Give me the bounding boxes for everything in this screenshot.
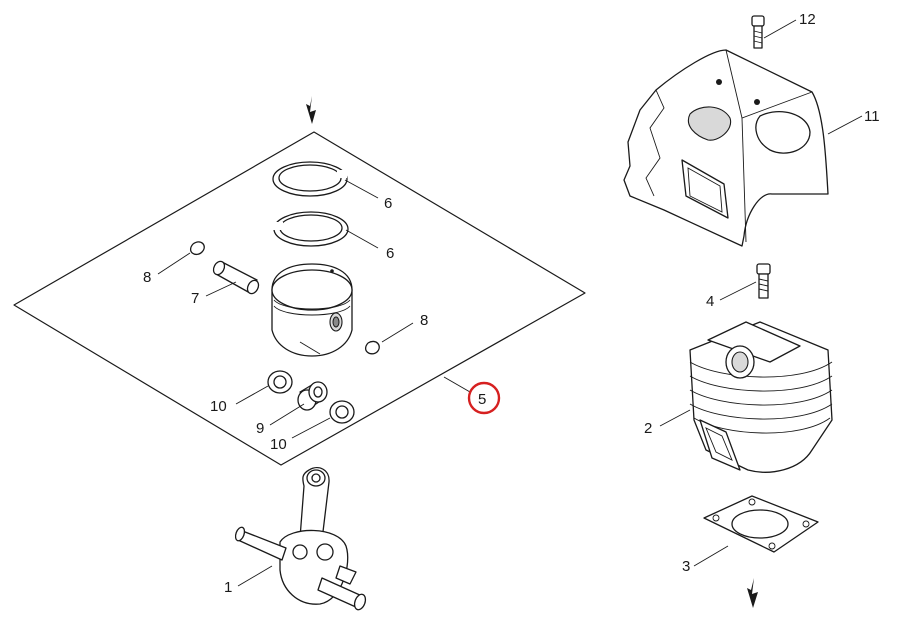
callout-11[interactable]: 11 [864,108,880,125]
callout-6-upper[interactable]: 6 [384,195,392,212]
callout-10-lower[interactable]: 10 [270,436,287,453]
thrust-washer-upper[interactable] [267,370,293,394]
piston-ring-lower[interactable] [273,211,349,247]
cylinder-cover[interactable] [623,49,829,247]
callout-4[interactable]: 4 [706,293,714,310]
callout-5[interactable]: 5 [478,391,486,408]
cylinder-bolt[interactable] [756,263,771,299]
cylinder-gasket[interactable] [703,495,819,553]
piston-ring-upper[interactable] [272,161,348,197]
circlip-left[interactable] [189,241,205,256]
circlip-right[interactable] [364,340,380,355]
callout-12[interactable]: 12 [799,11,816,28]
callout-9[interactable]: 9 [256,420,264,437]
callout-7[interactable]: 7 [191,290,199,307]
cylinder[interactable] [689,321,833,473]
callout-2[interactable]: 2 [644,420,652,437]
thrust-washer-lower[interactable] [329,400,355,424]
bottom-arrow-icon [747,578,758,608]
callout-8-right[interactable]: 8 [420,312,428,329]
top-arrow-icon [306,96,316,124]
cover-bolt[interactable] [751,15,765,49]
callout-6-lower[interactable]: 6 [386,245,394,262]
piston-pin[interactable] [211,259,260,295]
needle-bearing[interactable] [297,381,328,411]
crankshaft[interactable] [234,467,368,612]
highlight-circle [467,381,501,415]
callout-3[interactable]: 3 [682,558,690,575]
callout-1[interactable]: 1 [224,579,232,596]
piston[interactable] [271,263,353,357]
leader-lines [157,19,863,587]
callout-10-upper[interactable]: 10 [210,398,227,415]
callout-8-left[interactable]: 8 [143,269,151,286]
piston-kit-outline [13,131,586,466]
